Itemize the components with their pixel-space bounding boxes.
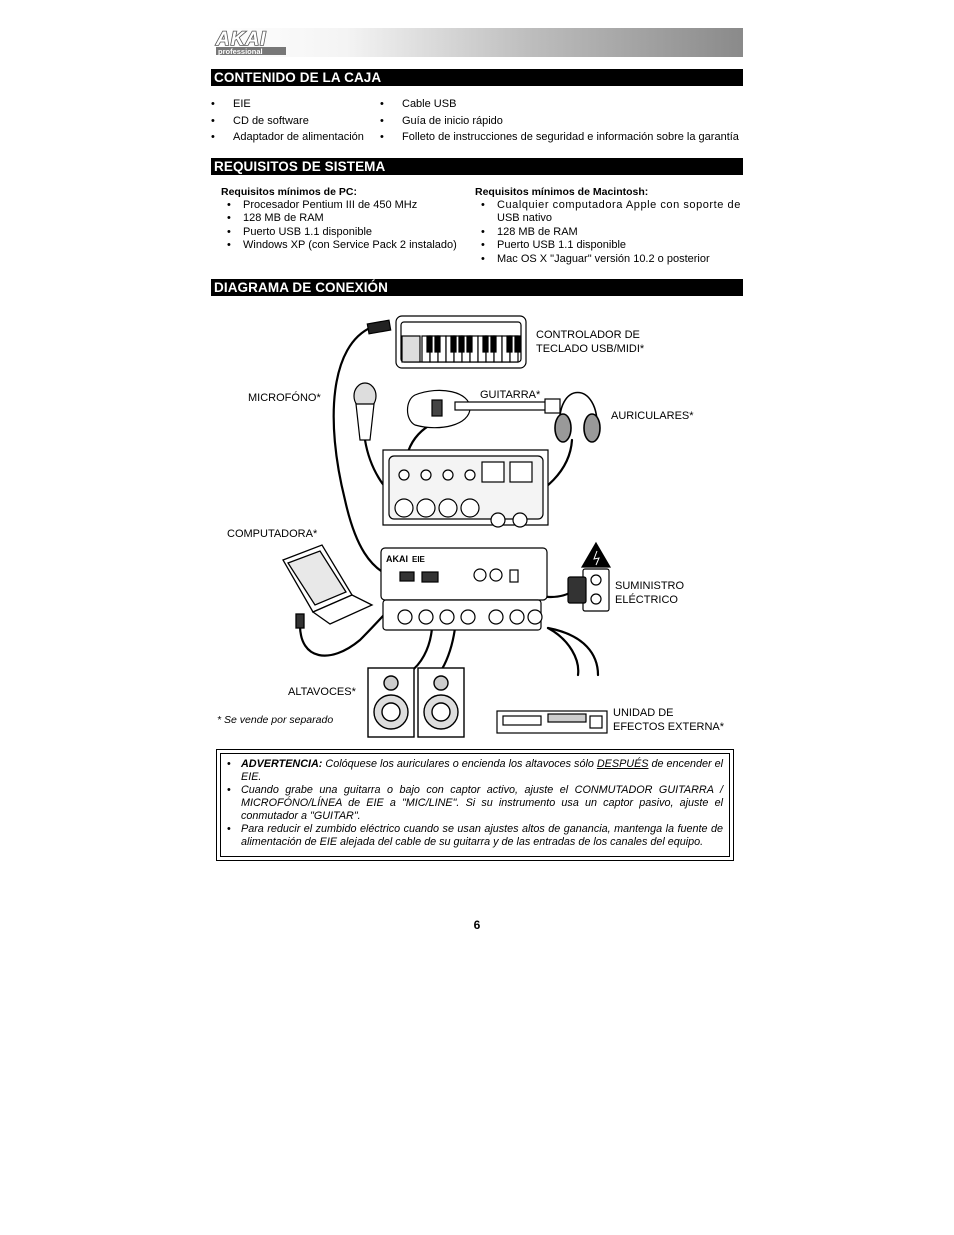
label-microphone: MICROFÓNO* bbox=[248, 392, 321, 404]
list-item: 128 MB de RAM bbox=[474, 226, 735, 240]
list-item: Cable USB bbox=[380, 96, 745, 113]
speakers bbox=[367, 667, 465, 738]
label-guitar: GUITARRA* bbox=[480, 389, 541, 401]
eie-rear-unit: AKAI EIE bbox=[380, 547, 548, 631]
list-item: EIE bbox=[211, 96, 376, 113]
list-item: Mac OS X "Jaguar" versión 10.2 o posteri… bbox=[474, 253, 735, 267]
list-item: Puerto USB 1.1 disponible bbox=[220, 226, 471, 240]
mac-requirements-title: Requisitos mínimos de Macintosh: bbox=[475, 186, 649, 198]
sold-separately-note: * Se vende por separado bbox=[217, 714, 334, 726]
logo-subtext: professional bbox=[218, 47, 263, 56]
section-title-requirements: REQUISITOS DE SISTEMA bbox=[211, 158, 743, 175]
warning-item: Para reducir el zumbido eléctrico cuando… bbox=[225, 823, 723, 849]
label-computer: COMPUTADORA* bbox=[227, 528, 318, 540]
section-title-diagram: DIAGRAMA DE CONEXIÓN bbox=[211, 279, 743, 296]
contents-list-1: EIE CD de software Adaptador de alimenta… bbox=[211, 96, 376, 146]
microphone bbox=[353, 382, 377, 441]
list-item: Adaptador de alimentación bbox=[211, 129, 376, 146]
list-item: Procesador Pentium III de 450 MHz bbox=[220, 199, 471, 213]
label-headphones: AURICULARES* bbox=[611, 410, 694, 422]
device-brand: AKAI bbox=[386, 554, 408, 564]
label-power: SUMINISTRO ELÉCTRICO bbox=[615, 580, 685, 606]
mac-item-line: Cualquier computadora Apple con soporte … bbox=[497, 199, 741, 211]
mac-item-line: USB nativo bbox=[497, 212, 553, 225]
power-outlet bbox=[567, 541, 612, 612]
page-number: 6 bbox=[473, 918, 481, 932]
guitar bbox=[406, 389, 561, 429]
label-speakers: ALTAVOCES* bbox=[288, 686, 356, 698]
list-item: Puerto USB 1.1 disponible bbox=[474, 239, 735, 253]
list-item: 128 MB de RAM bbox=[220, 212, 471, 226]
label-controller: CONTROLADOR DE TECLADO USB/MIDI* bbox=[536, 329, 645, 355]
warning-item: Cuando grabe una guitarra o bajo con cap… bbox=[225, 784, 723, 823]
header-gradient-bar bbox=[213, 28, 743, 57]
pc-requirements: Requisitos mínimos de PC: Procesador Pen… bbox=[221, 186, 471, 253]
keyboard-controller bbox=[366, 315, 527, 369]
laptop-computer bbox=[282, 544, 374, 629]
list-item: Cualquier computadora Apple con soporte … bbox=[474, 199, 741, 226]
pc-requirements-title: Requisitos mínimos de PC: bbox=[221, 186, 357, 198]
list-item: Guía de inicio rápido bbox=[380, 113, 745, 130]
device-model: EIE bbox=[412, 555, 426, 564]
connection-diagram: AKAI EIE bbox=[282, 315, 612, 738]
warning-box-inner bbox=[220, 753, 730, 857]
warning-list: ADVERTENCIA: Colóquese los auriculares o… bbox=[225, 758, 723, 849]
contents-list-2: Cable USB Guía de inicio rápido Folleto … bbox=[380, 96, 745, 146]
label-effects: UNIDAD DE EFECTOS EXTERNA* bbox=[613, 707, 725, 733]
warning-box: ADVERTENCIA: Colóquese los auriculares o… bbox=[216, 749, 734, 861]
effects-unit bbox=[496, 710, 608, 734]
eie-front-unit bbox=[382, 449, 549, 528]
logo-text: AKAI bbox=[215, 29, 266, 50]
mac-requirements: Requisitos mínimos de Macintosh: Cualqui… bbox=[474, 186, 741, 267]
list-item: CD de software bbox=[211, 113, 376, 130]
list-item: Windows XP (con Service Pack 2 instalado… bbox=[220, 239, 471, 253]
list-item: Folleto de instrucciones de seguridad e … bbox=[380, 129, 745, 146]
akai-logo: AKAI professional bbox=[214, 28, 286, 56]
section-title-contents: CONTENIDO DE LA CAJA bbox=[211, 69, 743, 86]
warning-item: ADVERTENCIA: Colóquese los auriculares o… bbox=[225, 758, 723, 784]
headphones bbox=[554, 391, 601, 443]
